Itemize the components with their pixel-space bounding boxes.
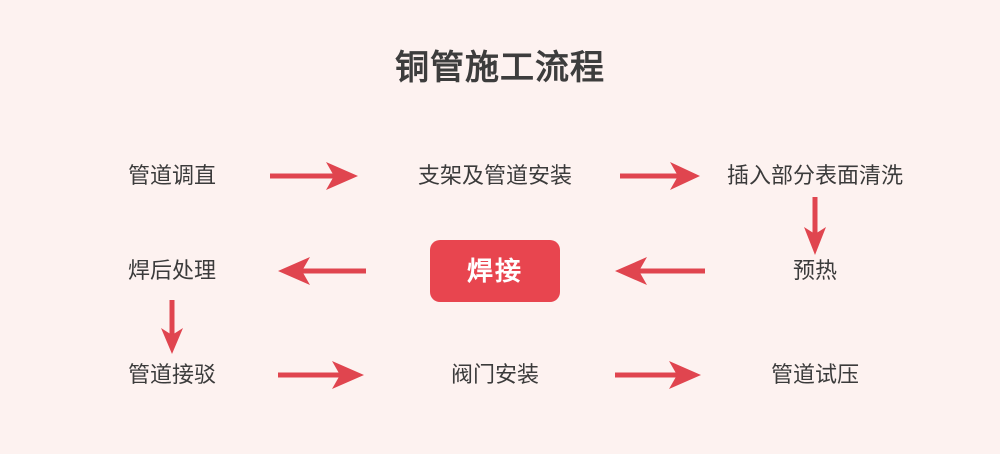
- arrow-left-icon: [278, 253, 366, 289]
- arrow-right-icon: [620, 158, 702, 194]
- flow-node-welding-highlight[interactable]: 焊接: [430, 240, 560, 302]
- flow-node-preheat[interactable]: 预热: [792, 258, 837, 283]
- arrow-right-icon: [278, 357, 366, 393]
- flow-row-2: 焊后处理 预热: [0, 241, 1000, 301]
- page-title: 铜管施工流程: [395, 49, 605, 87]
- flow-node-pipe-pressure-test[interactable]: 管道试压: [770, 362, 859, 387]
- arrow-down-icon: [157, 300, 187, 356]
- flow-node-pipe-connection[interactable]: 管道接驳: [127, 362, 216, 387]
- flow-row-3: 管道接驳 阀门安装 管道试压: [0, 345, 1000, 405]
- flow-node-post-weld-treatment[interactable]: 焊后处理: [127, 258, 216, 283]
- arrow-down-icon: [800, 197, 830, 257]
- flow-node-bracket-pipe-installation[interactable]: 支架及管道安装: [417, 163, 572, 188]
- arrow-right-icon: [615, 357, 703, 393]
- flow-node-valve-installation[interactable]: 阀门安装: [450, 362, 539, 387]
- arrow-right-icon: [270, 158, 360, 194]
- flow-node-insert-surface-cleaning[interactable]: 插入部分表面清洗: [726, 163, 903, 188]
- arrow-left-icon: [615, 253, 705, 289]
- flow-row-1: 管道调直 支架及管道安装 插入部分表面清洗: [0, 146, 1000, 206]
- flow-node-pipe-straightening[interactable]: 管道调直: [127, 163, 216, 188]
